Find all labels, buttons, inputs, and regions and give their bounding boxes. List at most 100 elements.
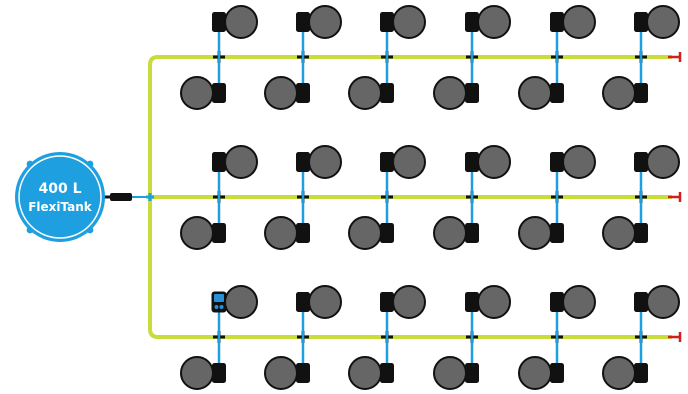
pot-top [296, 285, 342, 337]
pot-reservoir-block [550, 292, 564, 312]
pot-bottom [180, 337, 226, 390]
pot-circle [477, 5, 511, 39]
pot-reservoir-block [465, 83, 479, 103]
pot-bottom [602, 197, 648, 250]
pot-top [465, 145, 511, 197]
pot-bottom [348, 197, 394, 250]
pot-circle [562, 285, 596, 319]
pot-top [212, 5, 258, 57]
pot-circle [602, 216, 636, 250]
pot-circle [308, 5, 342, 39]
tank-outline [15, 152, 105, 242]
pot-circle [224, 5, 258, 39]
pot-top [634, 5, 680, 57]
controller-screen [214, 294, 224, 302]
pot-bottom [264, 197, 310, 250]
pipe-end-cap [668, 192, 682, 202]
pot-circle [433, 356, 467, 390]
pot-circle [264, 76, 298, 110]
pot-reservoir-block [380, 292, 394, 312]
pipe-end-cap [668, 332, 682, 342]
pot-reservoir-block [465, 12, 479, 32]
pot-circle [562, 145, 596, 179]
pot-circle [646, 145, 680, 179]
pot-top [465, 5, 511, 57]
flexitank: 400 L FlexiTank [15, 152, 105, 242]
pot-bottom [348, 337, 394, 390]
pot-reservoir-block [380, 152, 394, 172]
pot-circle [392, 285, 426, 319]
pot-top [550, 145, 596, 197]
tank-name-label: FlexiTank [28, 200, 93, 214]
pot-reservoir-block [550, 152, 564, 172]
pot-reservoir-block [296, 12, 310, 32]
pot-reservoir-block [465, 363, 479, 383]
trunk-tee-connector [146, 193, 154, 201]
tank-outlet-valve [110, 193, 132, 201]
pot-reservoir-block [212, 152, 226, 172]
pot-circle [646, 5, 680, 39]
pot-reservoir-block [465, 292, 479, 312]
pot-circle [224, 285, 258, 319]
pot-reservoir-block [550, 83, 564, 103]
controller-button [214, 305, 219, 309]
pot-reservoir-block [296, 363, 310, 383]
tank-inner-ring [18, 155, 102, 239]
pot-circle [518, 76, 552, 110]
pot-circle [518, 356, 552, 390]
pot-reservoir-block [634, 83, 648, 103]
pot-bottom [518, 57, 564, 110]
pots-layer [180, 5, 680, 390]
pot-reservoir-block [380, 363, 394, 383]
pot-reservoir-block [465, 152, 479, 172]
pot-reservoir-block [296, 223, 310, 243]
controller-pot [211, 285, 258, 337]
pot-circle [433, 76, 467, 110]
tank-volume-label: 400 L [38, 181, 81, 197]
pot-bottom [264, 337, 310, 390]
pot-circle [308, 285, 342, 319]
pot-reservoir-block [212, 223, 226, 243]
pot-reservoir-block [634, 12, 648, 32]
pipe-end-cap [668, 52, 682, 62]
pot-circle [518, 216, 552, 250]
pot-circle [180, 76, 214, 110]
pot-bottom [433, 337, 479, 390]
pot-reservoir-block [212, 363, 226, 383]
pot-top [634, 285, 680, 337]
pot-circle [308, 145, 342, 179]
pot-circle [264, 216, 298, 250]
pot-circle [348, 76, 382, 110]
pot-top [380, 5, 426, 57]
pot-circle [562, 5, 596, 39]
pot-circle [348, 216, 382, 250]
pot-top [550, 285, 596, 337]
controller-button [219, 305, 224, 309]
pot-reservoir-block [380, 83, 394, 103]
pot-circle [433, 216, 467, 250]
pot-circle [348, 356, 382, 390]
pot-reservoir-block [380, 223, 394, 243]
pot-bottom [180, 57, 226, 110]
pot-reservoir-block [634, 152, 648, 172]
pot-top [634, 145, 680, 197]
pot-bottom [264, 57, 310, 110]
pot-top [212, 145, 258, 197]
pot-bottom [518, 337, 564, 390]
pot-bottom [602, 337, 648, 390]
pot-reservoir-block [212, 83, 226, 103]
pot-circle [477, 145, 511, 179]
pot-reservoir-block [550, 363, 564, 383]
pot-reservoir-block [550, 223, 564, 243]
pot-reservoir-block [634, 292, 648, 312]
pot-reservoir-block [550, 12, 564, 32]
pot-circle [477, 285, 511, 319]
pot-reservoir-block [296, 152, 310, 172]
pot-reservoir-block [296, 83, 310, 103]
pot-circle [602, 76, 636, 110]
pot-circle [180, 216, 214, 250]
pot-bottom [348, 57, 394, 110]
pot-circle [392, 145, 426, 179]
